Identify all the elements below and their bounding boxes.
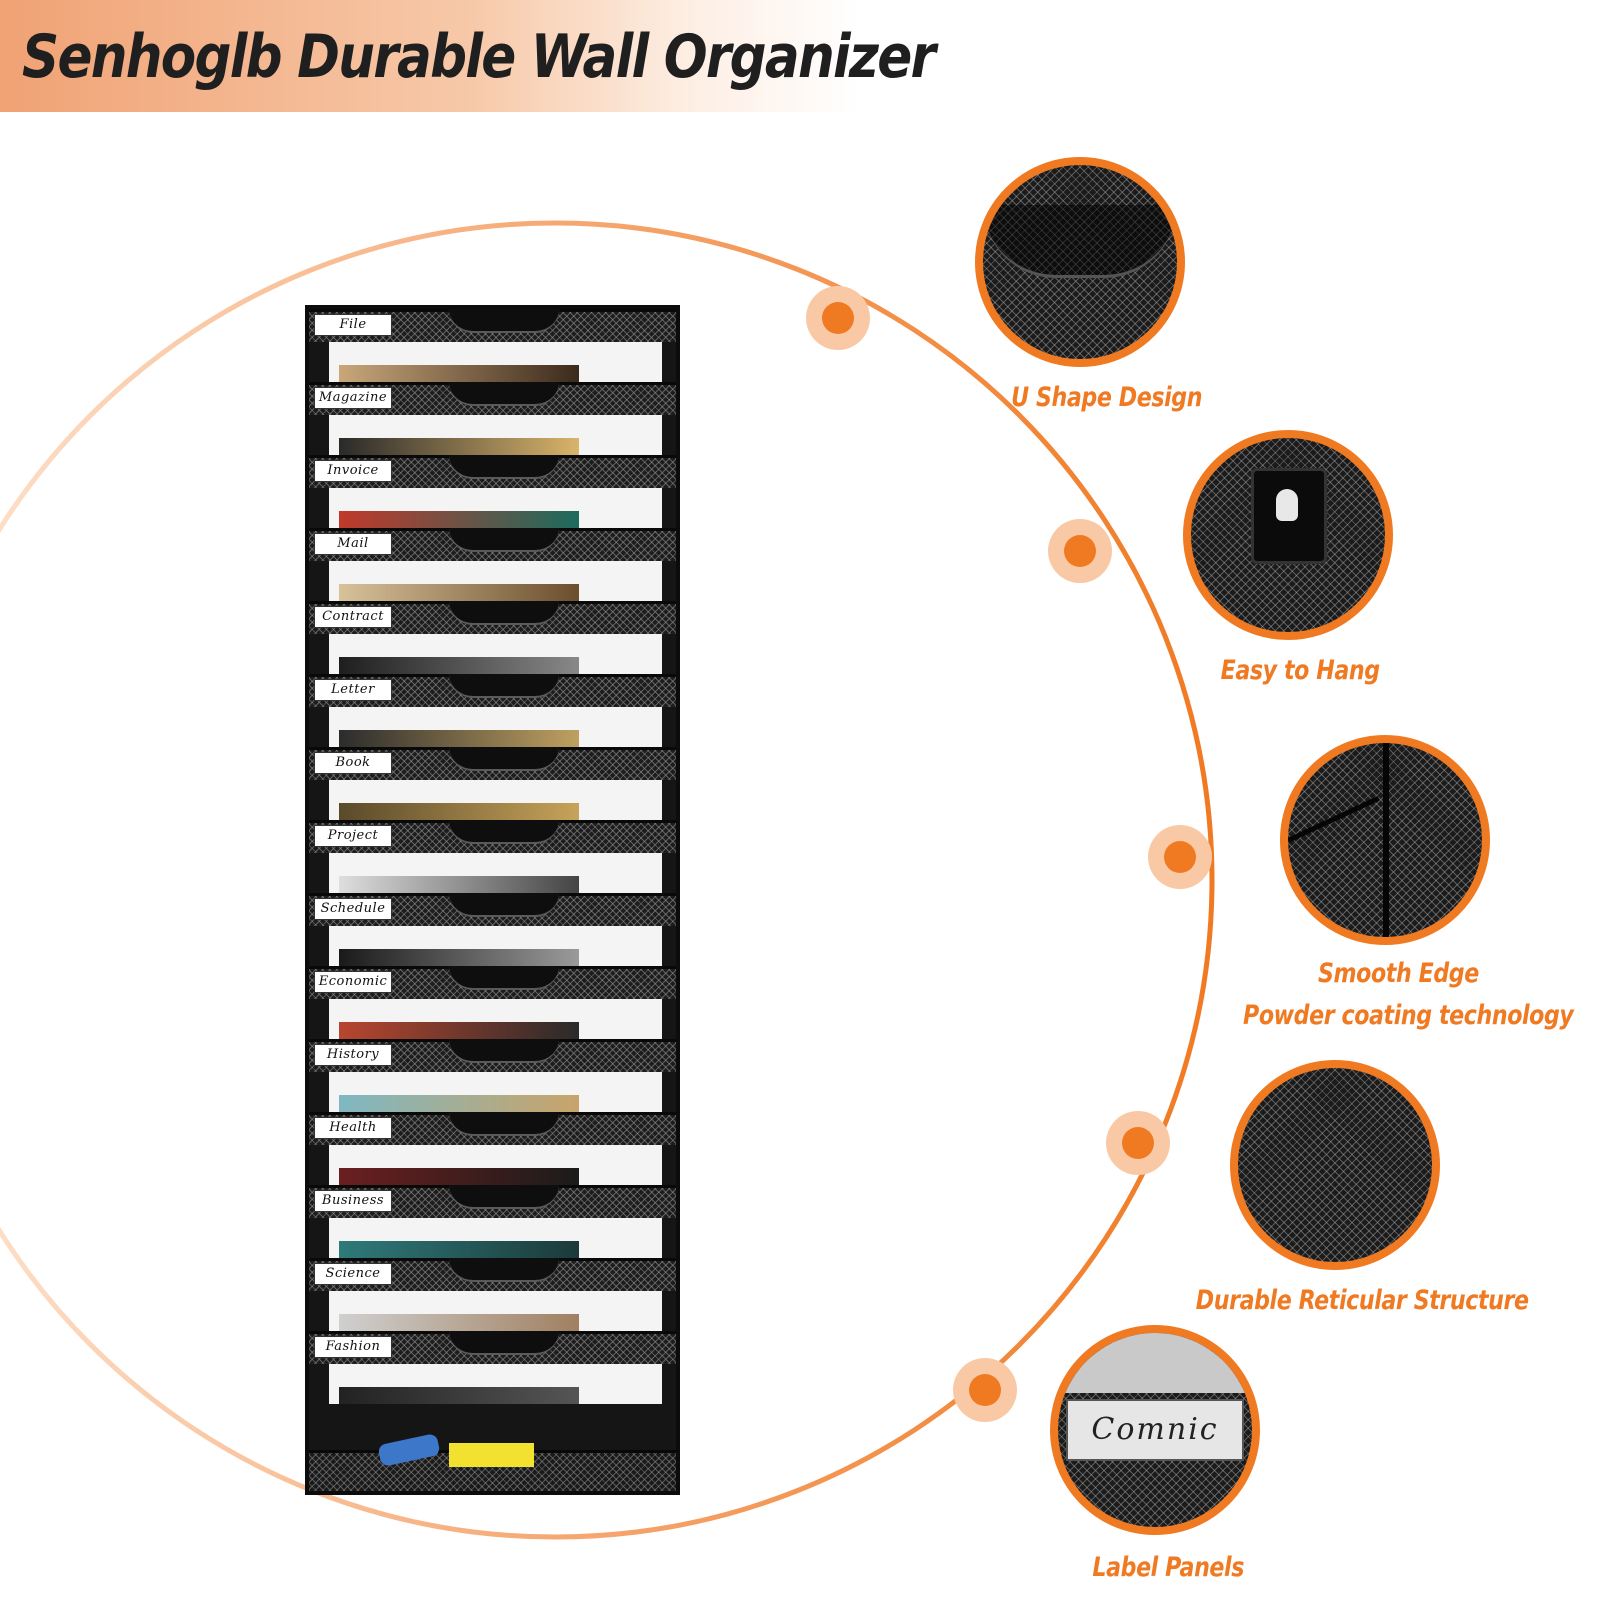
smooth-edge-closeup-icon [1280, 735, 1490, 945]
slot-u-notch [449, 1331, 559, 1355]
feature-label-reticular-structure: Durable Reticular Structure [1195, 1285, 1529, 1316]
arc-node-4 [1106, 1111, 1170, 1175]
slot-magazine-cover [339, 1241, 579, 1258]
slot-magazine-cover [339, 1314, 579, 1331]
organizer-slot: Health [309, 1112, 676, 1185]
hanging-hook-closeup-icon [1183, 430, 1393, 640]
slot-u-notch [449, 455, 559, 479]
bottom-tray [309, 1433, 676, 1491]
label-panel-closeup-icon: Comnic [1050, 1325, 1260, 1535]
arc-node-2 [1048, 519, 1112, 583]
label-panel-sample-text: Comnic [1066, 1399, 1244, 1461]
slot-magazine-cover [339, 438, 579, 455]
slot-magazine-cover [339, 657, 579, 674]
feature-label-powder-coating: Powder coating technology [1243, 1000, 1574, 1031]
organizer-slot: Project [309, 820, 676, 893]
slot-label: Magazine [314, 387, 392, 409]
slot-label: Mail [314, 533, 392, 555]
slot-u-notch [449, 1039, 559, 1063]
organizer-slot: Magazine [309, 382, 676, 455]
sticky-notes-icon [449, 1443, 534, 1467]
organizer-slot: Letter [309, 674, 676, 747]
feature-label-smooth-edge: Smooth Edge [1317, 958, 1479, 989]
organizer-slot: Schedule [309, 893, 676, 966]
slot-magazine-cover [339, 365, 579, 382]
slot-u-notch [449, 528, 559, 552]
arc-node-1 [806, 286, 870, 350]
slot-label: Project [314, 825, 392, 847]
slot-magazine-cover [339, 511, 579, 528]
organizer-slot: Mail [309, 528, 676, 601]
slot-magazine-cover [339, 949, 579, 966]
organizer-slot: History [309, 1039, 676, 1112]
slot-u-notch [449, 382, 559, 406]
slot-magazine-cover [339, 584, 579, 601]
wall-organizer-image: Fashion Science Business Health History Econo… [305, 305, 680, 1495]
slot-magazine-cover [339, 1168, 579, 1185]
slot-u-notch [449, 674, 559, 698]
organizer-slot: Fashion [309, 1331, 676, 1404]
feature-label-label-panels: Label Panels [1092, 1552, 1244, 1583]
slot-label: Health [314, 1117, 392, 1139]
slot-label: Fashion [314, 1336, 392, 1358]
slot-label: Economic [314, 971, 392, 993]
stapler-icon [377, 1433, 441, 1467]
slot-label: Invoice [314, 460, 392, 482]
slot-label: Book [314, 752, 392, 774]
mesh-structure-closeup-icon [1230, 1060, 1440, 1270]
slot-u-notch [449, 893, 559, 917]
page-title: Senhoglb Durable Wall Organizer [22, 22, 936, 92]
slot-label: Contract [314, 606, 392, 628]
organizer-slot: Business [309, 1185, 676, 1258]
organizer-slot: Book [309, 747, 676, 820]
slot-magazine-cover [339, 1022, 579, 1039]
organizer-slot: Science [309, 1258, 676, 1331]
slot-magazine-cover [339, 1387, 579, 1404]
organizer-slot: Economic [309, 966, 676, 1039]
slot-magazine-cover [339, 1095, 579, 1112]
slot-u-notch [449, 1185, 559, 1209]
slot-magazine-cover [339, 730, 579, 747]
slot-label: Schedule [314, 898, 392, 920]
feature-label-easy-to-hang: Easy to Hang [1220, 655, 1380, 686]
u-shape-mesh-closeup-icon [975, 157, 1185, 367]
title-band [0, 0, 860, 112]
slot-u-notch [449, 747, 559, 771]
slot-u-notch [449, 1258, 559, 1282]
slot-u-notch [449, 966, 559, 990]
feature-label-u-shape: U Shape Design [1011, 382, 1203, 413]
organizer-slot: Contract [309, 601, 676, 674]
slot-label: Business [314, 1190, 392, 1212]
slot-label: History [314, 1044, 392, 1066]
slot-u-notch [449, 1112, 559, 1136]
arc-node-3 [1148, 825, 1212, 889]
slot-label: File [314, 314, 392, 336]
slot-magazine-cover [339, 803, 579, 820]
slot-label: Letter [314, 679, 392, 701]
slot-u-notch [449, 820, 559, 844]
slot-u-notch [449, 601, 559, 625]
organizer-slot: Invoice [309, 455, 676, 528]
slot-u-notch [449, 309, 559, 333]
arc-node-5 [953, 1358, 1017, 1422]
organizer-slot: File [309, 309, 676, 382]
slot-magazine-cover [339, 876, 579, 893]
slot-label: Science [314, 1263, 392, 1285]
